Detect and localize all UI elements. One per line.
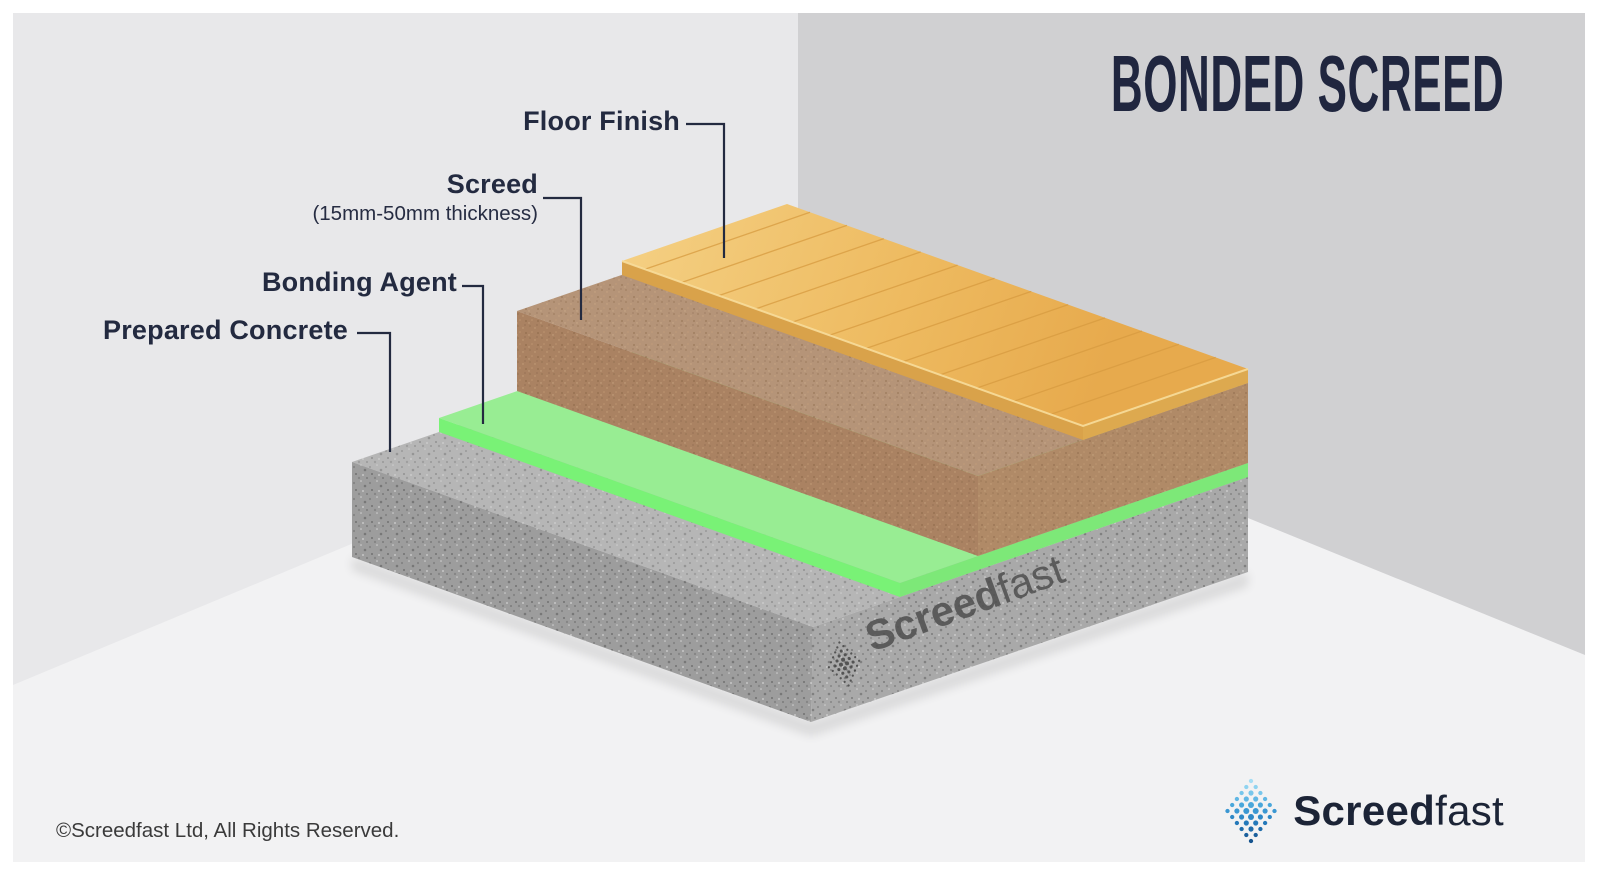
room-left-wall	[13, 13, 798, 685]
layer-floor-finish	[621, 204, 1249, 440]
watermark-diamond-icon	[827, 641, 861, 687]
callout-line-screed	[543, 196, 583, 320]
callout-lines	[357, 122, 726, 452]
callout-line-prepared-concrete	[357, 331, 392, 452]
callout-line-bonding-agent	[462, 284, 485, 424]
slab-shadow	[352, 557, 1248, 736]
wood-plank-seams	[644, 211, 1216, 416]
room-right-wall	[798, 13, 1585, 655]
callout-line-floor-finish	[686, 122, 726, 258]
